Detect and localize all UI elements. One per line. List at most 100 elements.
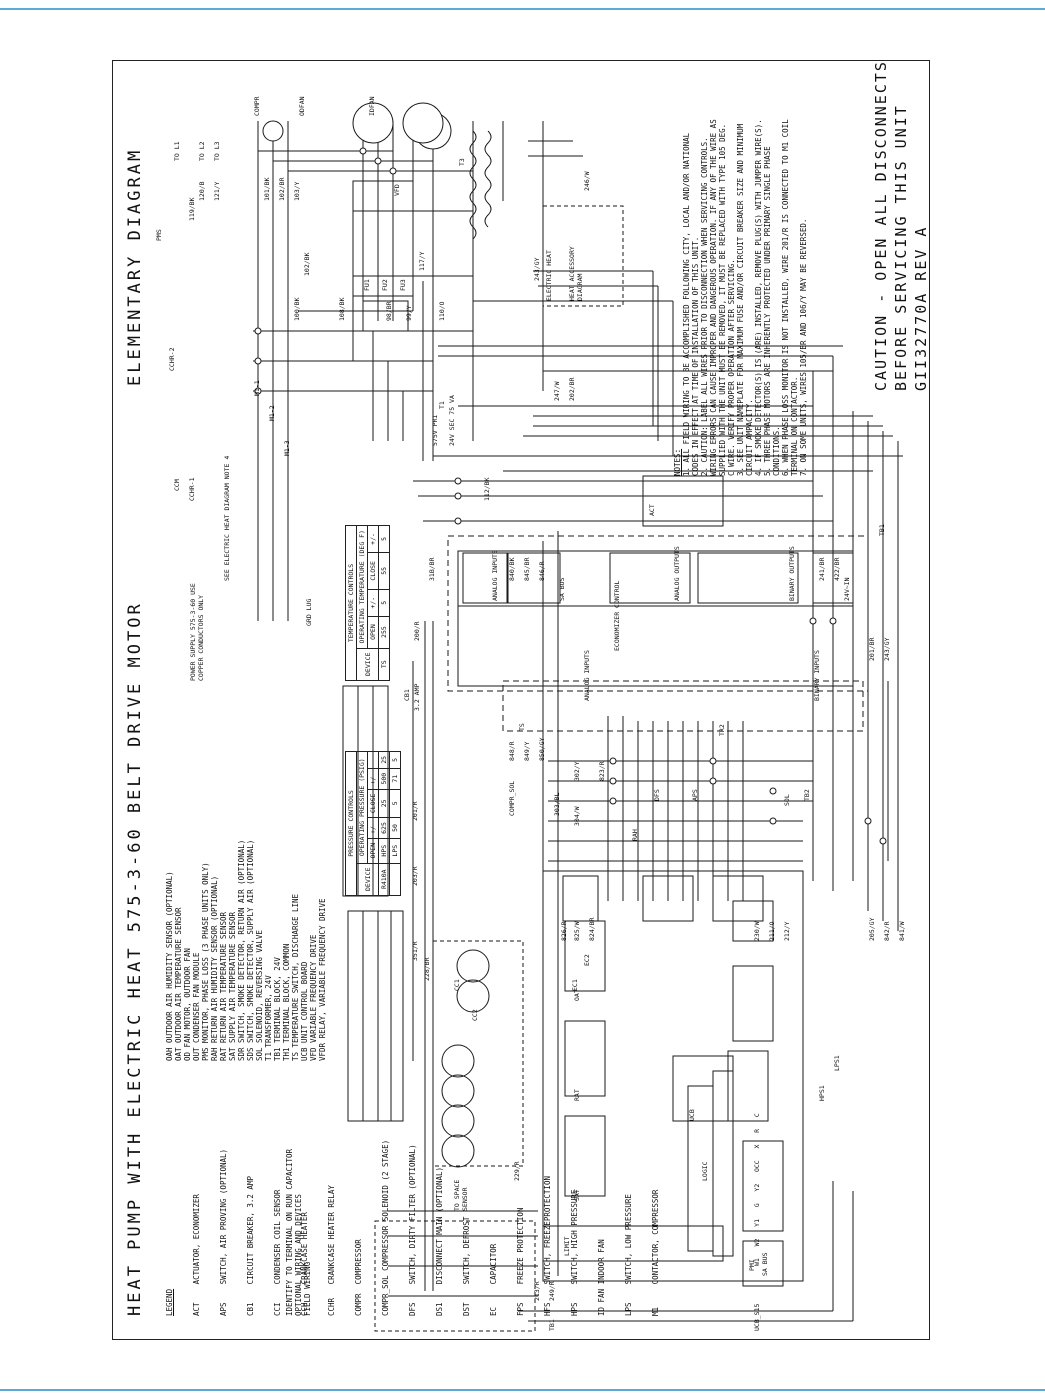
econ-binary-outputs: BINARY OUTPUTS [788,546,796,601]
heat-accessory-label: HEAT ACCESSORY DIAGRAM [568,246,584,301]
fu2-label: FU2 [381,279,389,291]
legend-item: TS TEMPERATURE SWITCH, DISCHARGE LINE [291,893,300,1061]
wire-label: 110/O [438,301,446,321]
legend-item: OUT CONDENSER FAN MODULE [192,952,201,1061]
electric-heat-label: ELECTRIC HEAT [545,250,553,301]
note-item: 6. WHEN PHASE LOSS MONITOR IS NOT INSTAL… [781,119,799,476]
wire-label: 849/Y [523,741,531,761]
tb1-label: TB1 [548,1319,556,1331]
legend-item: LPS SWITCH, LOW PRESSURE [624,1194,633,1316]
wire-label: 99/Y [405,305,413,321]
pms-label: PMS [155,229,163,241]
wire-label: 211/O [768,921,776,941]
wire-label: 241/BR [818,557,826,581]
econ-analog-inputs-top: ANALOG INPUTS [491,550,499,601]
ucb-s15-label: UCB_S15 [753,1303,761,1331]
table-cell: 255 [378,616,390,649]
wire-label: 31B/BR [428,557,436,581]
econ-sa-bus: SA BUS [558,577,566,601]
drawing-number: GII32770A REV A [912,225,930,391]
econ-analog-inputs: ANALOG INPUTS [583,650,591,701]
pressure-table-refrigerant: R410A [378,863,390,896]
note-item: 1. ALL FIELD WIRING TO BE ACCOMPLISHED F… [682,132,700,476]
pressure-controls-table: PRESSURE CONTROLS DEVICE OPERATING PRESS… [345,751,401,896]
econ-power-in: 24V~IN [843,577,851,601]
cc2-label: CC2 [471,1009,479,1021]
caution-line: BEFORE SERVICING THIS UNIT [892,104,910,391]
table-cell: 500 [378,768,390,790]
table-cell: 5 [378,525,390,553]
wire-label: 102/BK [303,252,311,276]
table-cell: 25 [378,751,390,769]
wire-label: 102/BR [278,177,286,201]
m1-1-label: M1-1 [253,380,261,396]
legend-item: OAT OUTDOOR AIR TEMPERATURE SENSOR [174,907,183,1061]
wire-label: 841/W [898,921,906,941]
wire-label: 103/Y [293,181,301,201]
legend-item: SDS SWITCH, SMOKE DETECTOR, SUPPLY AIR (… [246,839,255,1061]
econ-analog-outputs: ANALOG OUTPUTS [673,546,681,601]
table-cell: 71 [389,768,401,790]
legend-item: TH1 TERMINAL BLOCK, COMMON [282,943,291,1061]
notes-heading: NOTES: [673,448,682,476]
wire-label: 230/W [753,921,761,941]
legend-item: TB1 TERMINAL BLOCK, 24V [273,957,282,1061]
wire-label: 246/W [583,171,591,191]
wire-label: 203/R [411,866,419,886]
legend-item: M1 CONTACTOR, COMPRESSOR [651,1189,660,1316]
wire-label: 213/R [533,1281,541,1301]
legend-item: ID FAN INDOOR FAN [597,1239,606,1316]
cchr2-label: CCHR-2 [168,347,176,371]
caution-line: CAUTION - OPEN ALL DISCONNECTS [872,60,890,391]
to-l1-label: TO L1 [173,141,181,161]
oat-label: OAT [573,989,581,1001]
legend-symbol-note: FIELD WIRING [303,1261,312,1316]
legend-list-a: ACT ACTUATOR, ECONOMIZER APS SWITCH, AIR… [174,1140,678,1316]
pressure-table-sub: CLOSE [367,789,379,818]
ground-lug-label: GRD LUG [305,598,313,626]
fu3-label: FU3 [399,279,407,291]
t1-primary: 575V PRI [431,414,439,446]
sat-label: SAT [573,1189,581,1201]
pressure-table-operating-header: OPERATING PRESSURE (PSIG) [356,751,368,864]
wire-label: 108/BK [338,297,346,321]
logic-label: LOGIC [701,1161,709,1181]
temp-table-sub: OPEN [367,616,379,649]
idfan-label: IDFAN [368,96,376,116]
power-supply-label: POWER SUPPLY 575-3-60 USE COPPER CONDUCT… [189,583,205,681]
t1-rating: 24V SEC 75 VA [448,395,456,446]
pressure-table-device-header: DEVICE [356,863,379,896]
table-cell: HPS [378,838,390,864]
wiring-schematic [253,102,903,1332]
ec2-label: EC2 [583,954,591,966]
wire-label: 202/BR [568,377,576,401]
m1-3-label: M1-3 [283,440,291,456]
ucb-label: UCB [688,1109,696,1121]
legend-item: VFD VARIABLE FREQUENCY DRIVE [309,934,318,1061]
legend-item: DST SWITCH, DEFROST [462,1216,471,1316]
wire-label: 351/R [411,941,419,961]
ucb-terminal: W1 [753,1258,761,1266]
wire-label: 303/BL [553,792,561,816]
wire-label: 112/BK [483,477,491,501]
to-space-sensor-label: TO SPACE SENSOR [453,1179,469,1211]
vfd-label: VFD [393,184,401,196]
lps1-label: LPS1 [833,1055,841,1071]
wire-label: 840/BK [508,557,516,581]
compr-label: COMPR [253,96,261,116]
wire-label: 842/R [883,921,891,941]
legend-item: CCHR CRANKCASE HEATER RELAY [327,1185,336,1316]
ucb-terminal: C [753,1113,761,1118]
note-item: 4. IF SMOKE DETECTOR(S) IS (ARE) INSTALL… [754,119,763,476]
ucb-terminal: G [753,1203,761,1208]
wire-label: 848/R [508,741,516,761]
legend-heading: LEGEND [165,1288,174,1316]
legend-item: ACT ACTUATOR, ECONOMIZER [192,1194,201,1316]
wire-label: 850/GY [538,737,546,761]
notes-block: NOTES: 1. ALL FIELD WIRING TO BE ACCOMPL… [673,116,808,476]
sa-bus-label: SA BUS [761,1252,769,1276]
pressure-table-sub: +/- [367,768,379,790]
legend-item: RAH RETURN AIR HUMIDITY SENSOR (OPTIONAL… [210,875,219,1061]
note-item: 3. SEE UNIT NAMEPLATE FOR MAXIMUM FUSE A… [736,123,754,476]
legend-item: T1 TRANSFORMER, 24V [264,975,273,1061]
